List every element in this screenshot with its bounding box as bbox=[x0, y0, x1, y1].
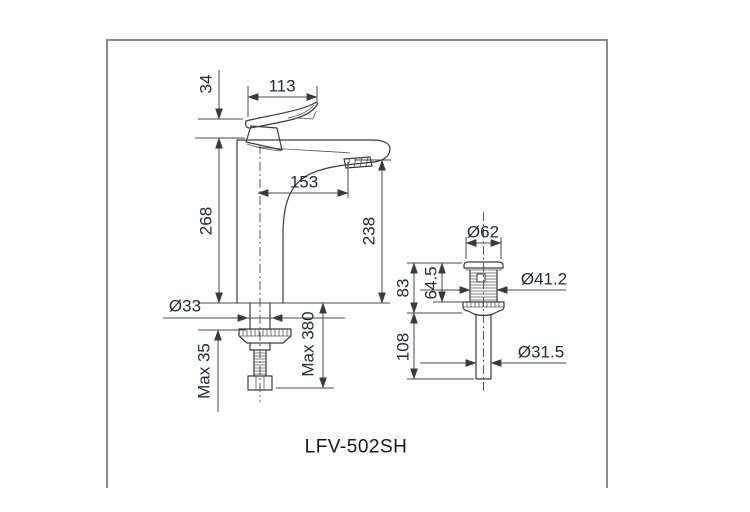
mounting-nut bbox=[238, 328, 292, 351]
faucet-view bbox=[236, 102, 391, 402]
model-number-label: LFV-502SH bbox=[305, 437, 408, 458]
dim-upper-height-label: 83 bbox=[394, 279, 413, 298]
dim-handle-length-label: 113 bbox=[268, 77, 295, 96]
drain-dimensions: Ø62 83 64.5 Ø41.2 108 Ø31.5 bbox=[394, 223, 567, 380]
dim-max-deck-thickness-label: Max 35 bbox=[195, 343, 214, 399]
dim-spout-height-label: 238 bbox=[360, 217, 379, 245]
dim-handle-height-label: 34 bbox=[197, 75, 216, 94]
drawing-frame bbox=[106, 39, 608, 488]
faucet-dimensions: 34 113 268 153 238 Ø33 Max 35 Max 380 bbox=[163, 70, 391, 412]
drain-view bbox=[462, 212, 505, 392]
dim-max-supply-length-label: Max 380 bbox=[299, 311, 318, 376]
dim-spout-reach-label: 153 bbox=[290, 173, 318, 192]
dim-cap-diameter-label: Ø62 bbox=[467, 223, 499, 242]
drain-flange bbox=[462, 301, 505, 317]
aerator bbox=[343, 156, 373, 169]
dim-body-diameter-label: Ø41.2 bbox=[521, 270, 567, 289]
dim-thread-height-label: 64.5 bbox=[422, 266, 441, 299]
dim-body-height-label: 268 bbox=[197, 207, 216, 235]
dim-shank-diameter-label: Ø33 bbox=[169, 297, 201, 316]
dim-pipe-diameter-label: Ø31.5 bbox=[518, 343, 564, 362]
dim-tail-height-label: 108 bbox=[394, 333, 413, 361]
